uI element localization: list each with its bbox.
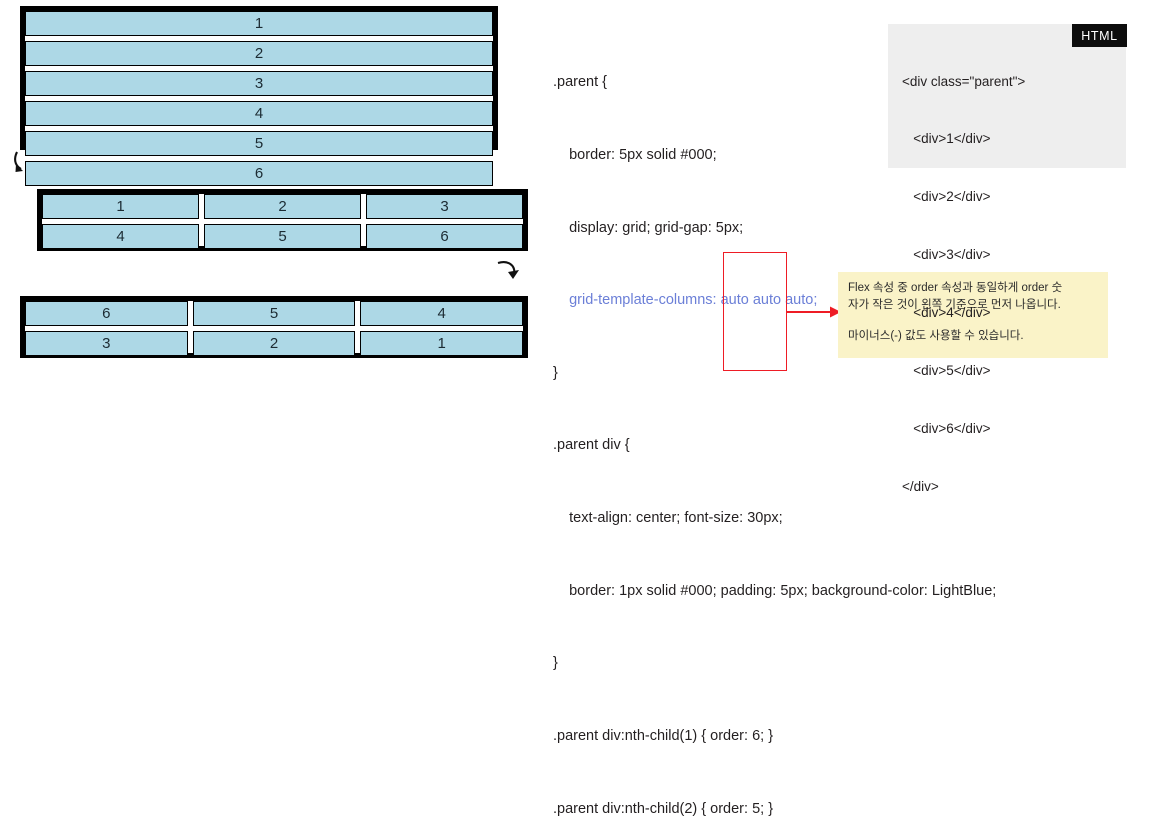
css-code-line: display: grid; grid-gap: 5px; [553,219,744,236]
grid-cell: 1 [360,331,523,356]
grid-cell: 6 [25,301,188,326]
html-code-line: <div class="parent"> [902,73,1026,89]
html-language-badge: HTML [1072,24,1127,47]
note-line-2: 자가 작은 것이 왼쪽 기준으로 먼저 나옵니다. [848,299,1061,311]
html-code-line: </div> [902,478,939,494]
css-code-line: border: 5px solid #000; [553,147,717,164]
annotation-note: Flex 속성 중 order 속성과 동일하게 order 숫 자가 작은 것… [838,272,1108,358]
grid-cell: 5 [204,224,361,249]
css-code-block: .parent { border: 5px solid #000; displa… [553,22,997,838]
grid-demo-box-order-reversed: 6 5 4 3 2 1 [20,296,528,358]
html-code-line: <div>6</div> [902,420,991,436]
grid-cell: 2 [192,331,356,356]
grid-cell: 1 [25,11,493,36]
html-code-line: <div>2</div> [902,189,991,205]
grid-cell: 5 [25,131,493,156]
css-code-line-highlighted: grid-template-columns: auto auto auto; [553,292,818,309]
grid-demo-box-three-column: 1 2 3 4 5 6 [37,189,528,251]
curve-arrow-down-right-icon [494,258,522,291]
grid-cell: 1 [42,194,199,219]
grid-cell: 2 [204,194,361,219]
css-code-line: } [553,364,558,381]
grid-cell: 6 [366,224,523,249]
grid-cell: 6 [25,161,493,186]
grid-cell: 5 [192,301,356,326]
grid-cell: 3 [25,71,493,96]
highlight-to-note-arrow-icon [786,306,841,318]
html-snippet-panel: <div class="parent"> <div>1</div> <div>2… [888,24,1126,494]
grid-demo-box-single-column: 1 2 3 4 5 6 [20,6,498,186]
grid-cell: 3 [25,331,188,356]
grid-cell: 4 [42,224,199,249]
css-code-line: .parent div:nth-child(2) { order: 5; } [553,800,774,817]
grid-cell: 2 [25,41,493,66]
html-code-line: <div>3</div> [902,247,991,263]
css-code-line: text-align: center; font-size: 30px; [553,510,783,527]
css-code-line: .parent div:nth-child(1) { order: 6; } [553,727,774,744]
css-code-line: .parent { [553,74,608,91]
grid-cell: 3 [366,194,523,219]
css-code-line: } [553,655,558,672]
css-code-line: .parent div { [553,437,630,454]
note-line-1: Flex 속성 중 order 속성과 동일하게 order 숫 [848,282,1063,294]
html-code-line: <div>5</div> [902,363,991,379]
grid-cell: 4 [360,301,523,326]
note-line-3: 마이너스(-) 값도 사용할 수 있습니다. [848,330,1024,342]
grid-cell: 4 [25,101,493,126]
html-code-line: <div>4</div> [902,305,991,321]
html-code-block: <div class="parent"> <div>1</div> <div>2… [902,33,1025,535]
css-code-line: border: 1px solid #000; padding: 5px; ba… [553,582,997,599]
html-code-line: <div>1</div> [902,131,991,147]
